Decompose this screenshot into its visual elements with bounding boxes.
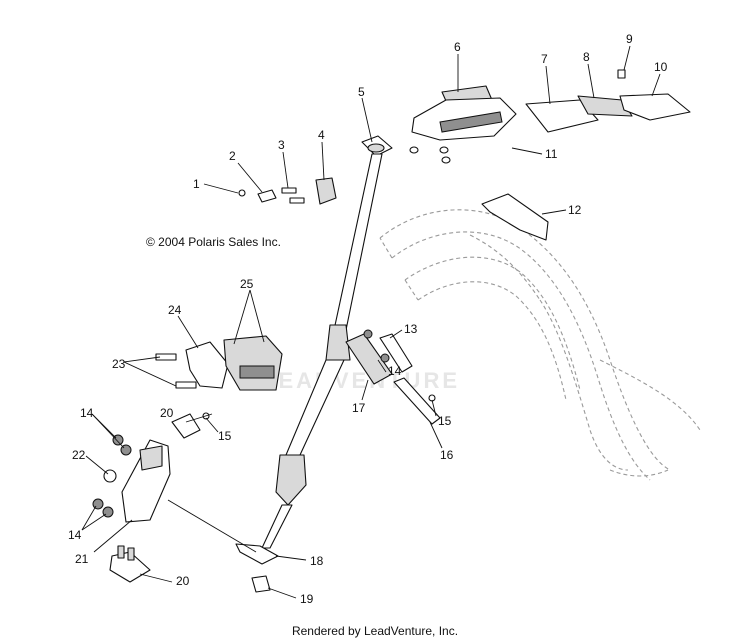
callout-9: 9: [626, 32, 633, 46]
callout-6: 6: [454, 40, 461, 54]
callout-15-right: 15: [438, 414, 452, 428]
parts-23-24-25: [155, 335, 283, 391]
callout-13: 13: [404, 322, 418, 336]
frame-outline: [379, 209, 701, 481]
steering-column: [261, 135, 393, 549]
callout-8: 8: [583, 50, 590, 64]
callout-labels: 1 2 3 4 5 6 7 8 9 10 11 12 13 14 14 14 1…: [68, 32, 668, 606]
copyright-notice: © 2004 Polaris Sales Inc.: [146, 235, 281, 249]
callout-21: 21: [75, 552, 89, 566]
callout-19: 19: [300, 592, 314, 606]
callout-11: 11: [545, 147, 558, 161]
callout-14-upper-left: 14: [80, 406, 94, 420]
callout-25: 25: [240, 277, 254, 291]
callout-10: 10: [654, 60, 668, 74]
part-6-housing: [409, 85, 517, 164]
callout-20-lower: 20: [176, 574, 190, 588]
parts-18-19-20-bottom: [109, 543, 279, 593]
parts-1-4-hardware: [238, 177, 337, 205]
callout-23: 23: [112, 357, 126, 371]
callout-4: 4: [318, 128, 325, 142]
leader-lines: [81, 45, 661, 599]
part-10-plate: [617, 69, 691, 121]
callout-24: 24: [168, 303, 182, 317]
callout-14-lower-left: 14: [68, 528, 82, 542]
callout-20-upper: 20: [160, 406, 174, 420]
part-7-8-plates: [525, 95, 633, 133]
parts-13-17-16: [345, 329, 441, 425]
callout-3: 3: [278, 138, 285, 152]
callout-7: 7: [541, 52, 548, 66]
footer-credit: Rendered by LeadVenture, Inc.: [291, 624, 459, 638]
part-21-lower-bracket: [92, 434, 171, 523]
callout-2: 2: [229, 149, 236, 163]
callout-15-left: 15: [218, 429, 232, 443]
callout-17: 17: [352, 401, 366, 415]
callout-12: 12: [568, 203, 582, 217]
callout-1: 1: [193, 177, 200, 191]
callout-16: 16: [440, 448, 454, 462]
part-12-bracket: [481, 193, 549, 241]
callout-5: 5: [358, 85, 365, 99]
callout-18: 18: [310, 554, 324, 568]
callout-14-right: 14: [388, 364, 402, 378]
watermark-logo: LEADVENTURE: [262, 368, 461, 393]
callout-22: 22: [72, 448, 86, 462]
